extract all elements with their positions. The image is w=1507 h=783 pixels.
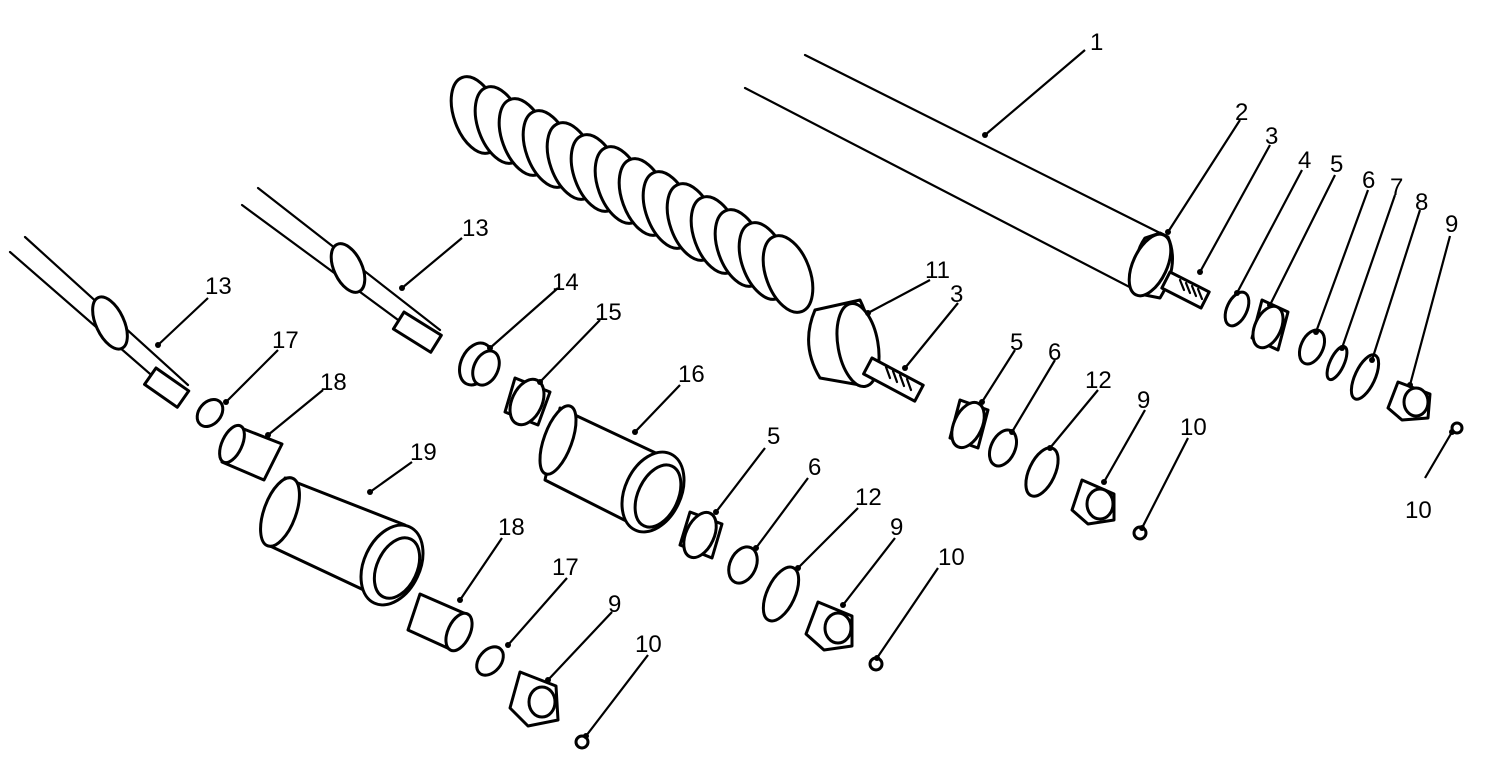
sleeve-18-upper bbox=[218, 423, 284, 482]
callout-9: 9 bbox=[608, 591, 621, 618]
ring-6-top bbox=[1297, 328, 1327, 366]
callout-9: 9 bbox=[1137, 387, 1150, 414]
bushing-14 bbox=[458, 341, 501, 387]
shaft-13-upper bbox=[240, 186, 443, 354]
callout-12: 12 bbox=[855, 484, 882, 511]
leader-lines bbox=[155, 49, 1455, 739]
callout-6: 6 bbox=[1048, 339, 1061, 366]
callout-9: 9 bbox=[890, 514, 903, 541]
sleeve-18-lower bbox=[406, 592, 474, 653]
callout-2: 2 bbox=[1235, 99, 1248, 126]
callout-3: 3 bbox=[1265, 123, 1278, 150]
callout-17: 17 bbox=[552, 554, 579, 581]
shaft-13-lower bbox=[8, 235, 191, 409]
callout-labels: 1 2 3 4 5 6 7 8 9 10 11 3 5 6 12 9 10 13… bbox=[205, 29, 1458, 658]
callout-13: 13 bbox=[462, 215, 489, 242]
housing-16 bbox=[538, 404, 686, 534]
spring-7 bbox=[1325, 344, 1349, 382]
callout-10: 10 bbox=[938, 544, 965, 571]
callout-7: 7 bbox=[1390, 174, 1403, 201]
callout-12: 12 bbox=[1085, 367, 1112, 394]
callout-16: 16 bbox=[678, 361, 705, 388]
callout-8: 8 bbox=[1415, 189, 1428, 216]
callout-3: 3 bbox=[950, 281, 963, 308]
callout-19: 19 bbox=[410, 439, 437, 466]
ring-6-mid bbox=[987, 428, 1019, 468]
callout-11: 11 bbox=[925, 257, 950, 284]
seal-12-mid bbox=[1024, 446, 1060, 498]
callout-6: 6 bbox=[1362, 167, 1375, 194]
callout-10: 10 bbox=[1405, 497, 1432, 524]
callout-10: 10 bbox=[1180, 414, 1207, 441]
callout-1: 1 bbox=[1090, 29, 1103, 56]
screw-10-bottom bbox=[574, 734, 590, 750]
callout-18: 18 bbox=[320, 369, 347, 396]
callout-5: 5 bbox=[767, 423, 780, 450]
callout-4: 4 bbox=[1298, 147, 1311, 174]
seal-12-lower bbox=[761, 565, 801, 623]
housing-19 bbox=[259, 476, 425, 607]
washer-17-upper bbox=[195, 398, 225, 428]
seal-8 bbox=[1349, 353, 1381, 401]
washer-4 bbox=[1223, 290, 1251, 328]
nut-9-lower bbox=[804, 600, 854, 652]
callout-5: 5 bbox=[1010, 329, 1023, 356]
nut-9-bottom bbox=[508, 670, 560, 728]
callout-5: 5 bbox=[1330, 151, 1343, 178]
callout-15: 15 bbox=[595, 299, 622, 326]
nut-9-top bbox=[1386, 380, 1432, 422]
bearing-5-top bbox=[1250, 298, 1290, 352]
callout-18: 18 bbox=[498, 514, 525, 541]
washer-17-lower bbox=[475, 645, 505, 677]
callout-10: 10 bbox=[635, 631, 662, 658]
callout-6: 6 bbox=[808, 454, 821, 481]
ring-6-lower bbox=[727, 545, 759, 585]
roller-tube bbox=[743, 53, 1211, 310]
callout-17: 17 bbox=[272, 327, 299, 354]
nut-9-mid bbox=[1070, 478, 1116, 526]
coil-roller bbox=[449, 75, 925, 403]
bearing-5-lower bbox=[678, 510, 724, 560]
bearing-15 bbox=[503, 376, 552, 427]
callout-13: 13 bbox=[205, 273, 232, 300]
bearing-5-mid bbox=[948, 398, 990, 450]
callout-9: 9 bbox=[1445, 211, 1458, 238]
callout-14: 14 bbox=[552, 269, 579, 296]
